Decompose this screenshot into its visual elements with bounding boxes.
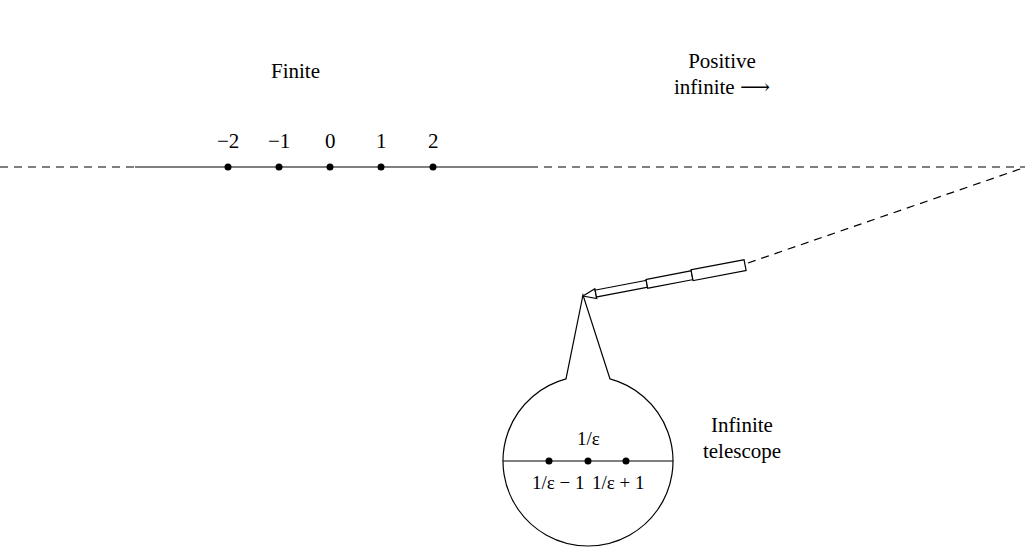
tick-dot xyxy=(378,164,385,171)
point-label: 1/ε − 1 xyxy=(532,472,584,494)
magnifier-circle: 1/ε 1/ε − 1 1/ε + 1 xyxy=(503,376,673,546)
telescope xyxy=(582,260,746,302)
dashed-line xyxy=(530,166,1025,167)
sight-line xyxy=(748,168,1023,263)
tick-label: 1 xyxy=(376,128,387,154)
region-label: Infinite telescope xyxy=(687,412,797,464)
tick-dot xyxy=(430,164,437,171)
tick-label: 2 xyxy=(428,128,439,154)
point-label: 1/ε xyxy=(577,428,600,450)
tick-label: −1 xyxy=(268,128,290,154)
region-label: Positive infinite ⟶ xyxy=(657,48,787,100)
magnifier-outline xyxy=(503,376,673,546)
tick-dot xyxy=(225,164,232,171)
tick-label: −2 xyxy=(217,128,239,154)
tick-dot xyxy=(327,164,334,171)
region-label: Finite xyxy=(271,58,320,84)
dashed-line xyxy=(0,166,135,167)
point-label: 1/ε + 1 xyxy=(592,472,644,494)
tick-dot xyxy=(276,164,283,171)
tick-label: 0 xyxy=(325,128,336,154)
